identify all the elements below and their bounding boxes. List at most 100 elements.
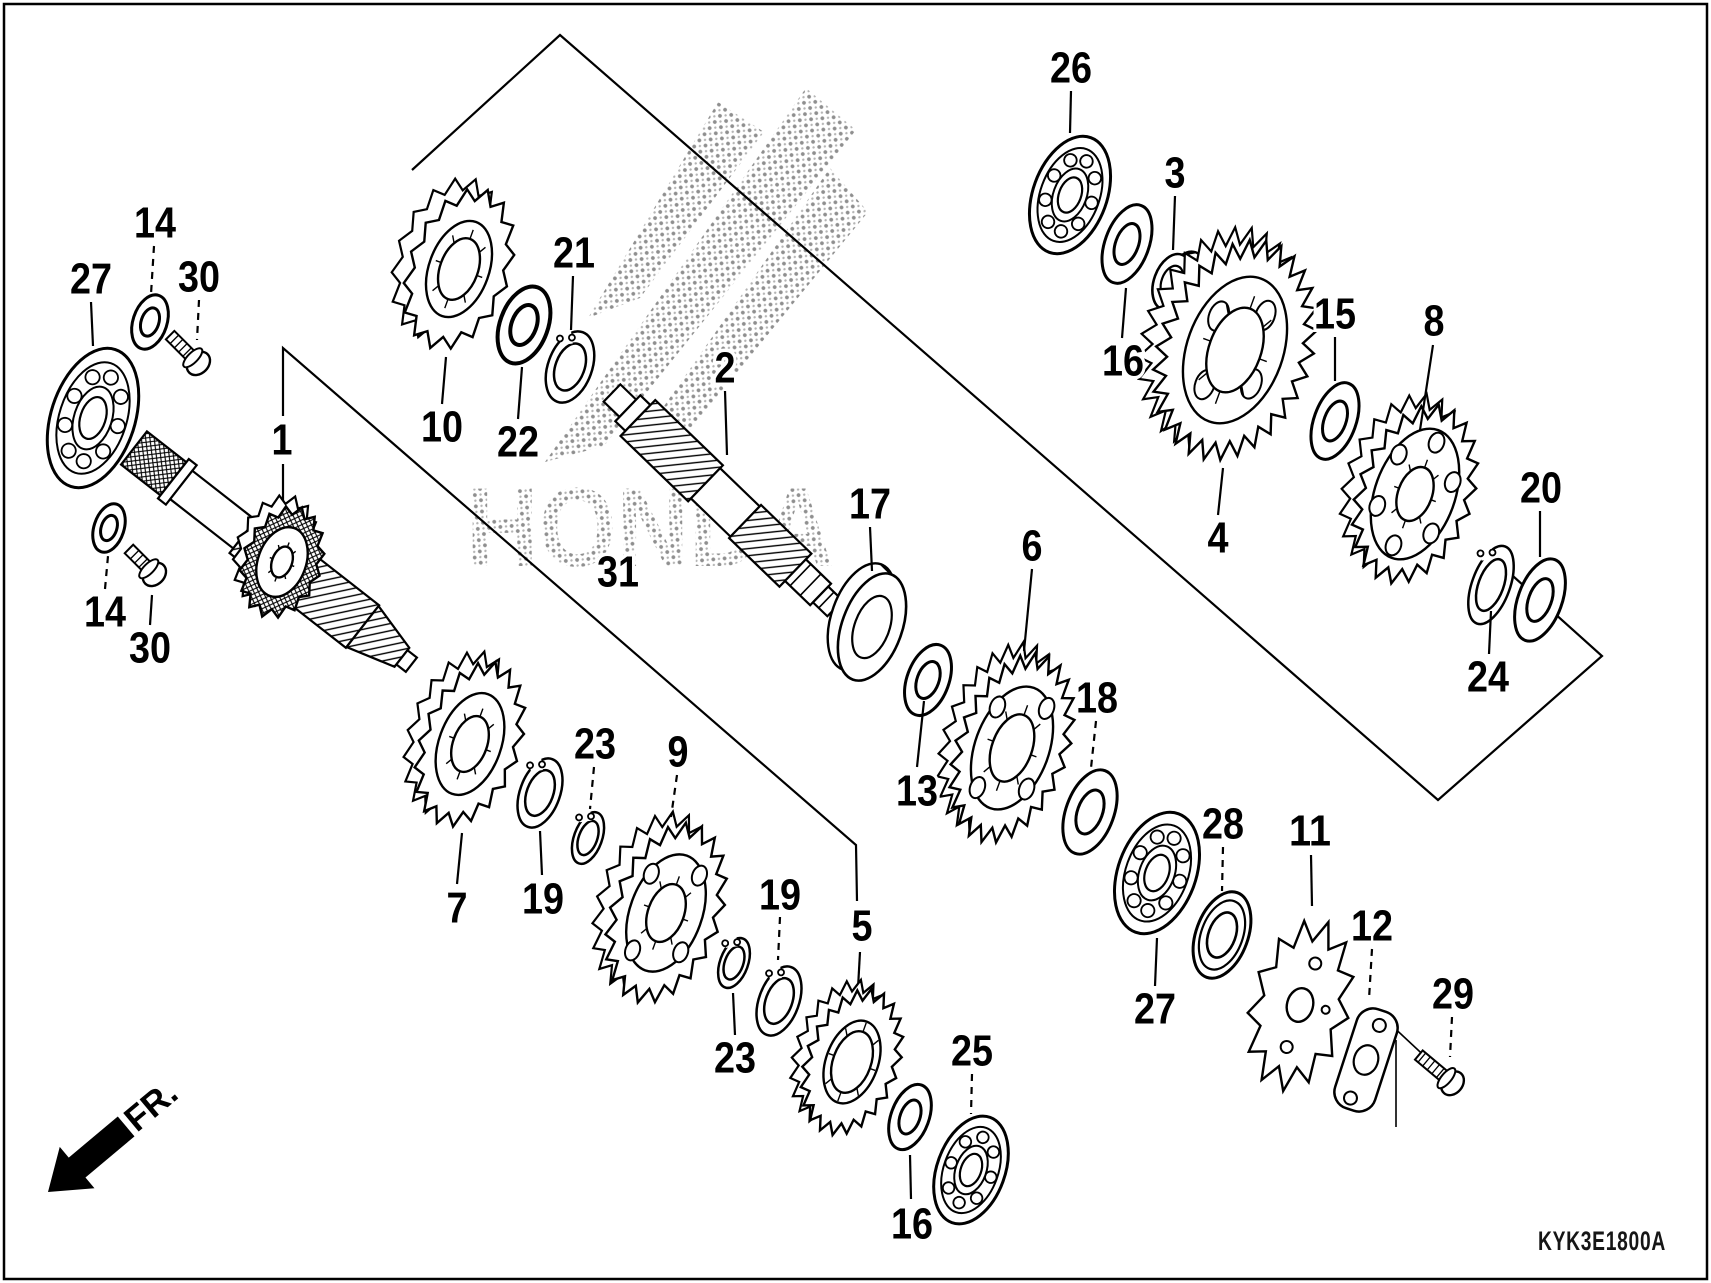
leader-lines [89, 90, 1542, 1200]
wing-stripe-1-icon [545, 88, 856, 462]
parts-layer [45, 134, 1567, 1226]
part-label-11[interactable]: 11 [1286, 803, 1335, 859]
part-label-19[interactable]: 19 [756, 867, 805, 923]
part-label-14[interactable]: 14 [131, 195, 180, 251]
part-collar-17 [826, 562, 908, 682]
outline-line [411, 33, 1604, 802]
part-label-23[interactable]: 23 [571, 716, 620, 772]
part-washer-20 [1513, 557, 1567, 643]
leader-line [516, 366, 524, 420]
part-label-22[interactable]: 22 [494, 414, 543, 470]
part-gear-4 [1136, 224, 1320, 464]
part-plate-12 [1333, 1007, 1399, 1113]
part-washer-13 [903, 642, 953, 718]
part-label-16[interactable]: 16 [1099, 333, 1148, 389]
fr-direction-arrow: FR. [48, 1073, 185, 1192]
leader-line [723, 390, 729, 456]
leader-line [1220, 846, 1225, 892]
part-label-9[interactable]: 9 [664, 724, 692, 780]
leader-line [1120, 287, 1128, 339]
part-gear-9 [590, 809, 729, 1006]
honda-watermark: HONDA [466, 88, 868, 590]
part-washer-16-bottom [887, 1082, 933, 1152]
part-label-28[interactable]: 28 [1199, 796, 1248, 852]
part-label-2[interactable]: 2 [711, 340, 739, 396]
part-snap-ring-19-right [755, 959, 803, 1037]
leader-line [1171, 195, 1177, 251]
part-label-1[interactable]: 1 [268, 412, 296, 468]
leader-line [1418, 344, 1435, 431]
part-label-14[interactable]: 14 [81, 584, 130, 640]
part-bolt-30-left [164, 329, 212, 377]
part-label-30[interactable]: 30 [126, 620, 175, 676]
part-label-29[interactable]: 29 [1429, 966, 1478, 1022]
leader-line [588, 766, 596, 810]
part-gear-7 [402, 649, 527, 830]
part-label-16[interactable]: 16 [888, 1196, 937, 1252]
part-snap-ring-24 [1467, 538, 1515, 626]
leader-line [1487, 610, 1493, 655]
part-bolt-29 [1413, 1048, 1466, 1097]
part-label-12[interactable]: 12 [1348, 898, 1397, 954]
leader-line [440, 356, 448, 405]
leader-line [195, 299, 201, 341]
outline-line [281, 345, 859, 902]
part-label-17[interactable]: 17 [846, 476, 895, 532]
leader-line [908, 1154, 913, 1200]
leader-line [1022, 568, 1034, 652]
part-label-24[interactable]: 24 [1464, 649, 1513, 705]
part-label-4[interactable]: 4 [1204, 510, 1232, 566]
part-label-10[interactable]: 10 [418, 399, 467, 455]
part-label-20[interactable]: 20 [1517, 460, 1566, 516]
part-bearing-27-right [1112, 810, 1202, 936]
part-label-6[interactable]: 6 [1018, 518, 1046, 574]
part-label-8[interactable]: 8 [1420, 293, 1448, 349]
part-oil-seal-28 [1191, 890, 1253, 980]
leader-line [149, 245, 156, 295]
part-bearing-26 [1027, 134, 1113, 256]
part-gear-6 [935, 639, 1077, 846]
leader-line [569, 275, 575, 331]
part-label-19[interactable]: 19 [519, 871, 568, 927]
leader-line [1309, 854, 1314, 907]
part-label-15[interactable]: 15 [1311, 286, 1360, 342]
part-washer-14-lower [91, 502, 127, 554]
part-label-30[interactable]: 30 [175, 249, 224, 305]
leader-line [148, 594, 154, 626]
leader-line [89, 301, 95, 347]
diagram-code: KYK3E1800A [1538, 1226, 1666, 1256]
part-gear-on-mainshaft [231, 493, 326, 620]
part-washer-16-top [1100, 203, 1154, 285]
part-ring-22 [495, 284, 553, 366]
part-label-7[interactable]: 7 [443, 880, 471, 936]
fr-arrow-icon [48, 1116, 135, 1192]
part-label-18[interactable]: 18 [1073, 670, 1122, 726]
leader-line [915, 700, 926, 768]
leader-line [776, 916, 782, 961]
part-label-27[interactable]: 27 [67, 251, 116, 307]
part-circlip-23-right [716, 931, 752, 990]
part-label-23[interactable]: 23 [711, 1030, 760, 1086]
part-label-3[interactable]: 3 [1161, 145, 1189, 201]
part-label-27[interactable]: 27 [1131, 981, 1180, 1037]
part-label-5[interactable]: 5 [848, 898, 876, 954]
part-bolt-30-lower [123, 543, 168, 588]
part-label-25[interactable]: 25 [948, 1023, 997, 1079]
part-sprocket-11 [1246, 917, 1356, 1095]
leader-line [969, 1073, 974, 1115]
part-label-26[interactable]: 26 [1047, 40, 1096, 96]
leader-line [868, 526, 874, 572]
part-snap-ring-21 [544, 324, 596, 404]
wing-stripe-2-icon [632, 168, 868, 452]
part-label-13[interactable]: 13 [893, 763, 942, 819]
part-washer-15 [1309, 381, 1361, 461]
part-label-21[interactable]: 21 [550, 225, 599, 281]
leader-line [1367, 948, 1374, 1000]
part-washer-18 [1061, 768, 1119, 856]
leader-line [538, 830, 544, 876]
part-label-31[interactable]: 31 [594, 544, 643, 600]
leader-line [1068, 90, 1073, 134]
